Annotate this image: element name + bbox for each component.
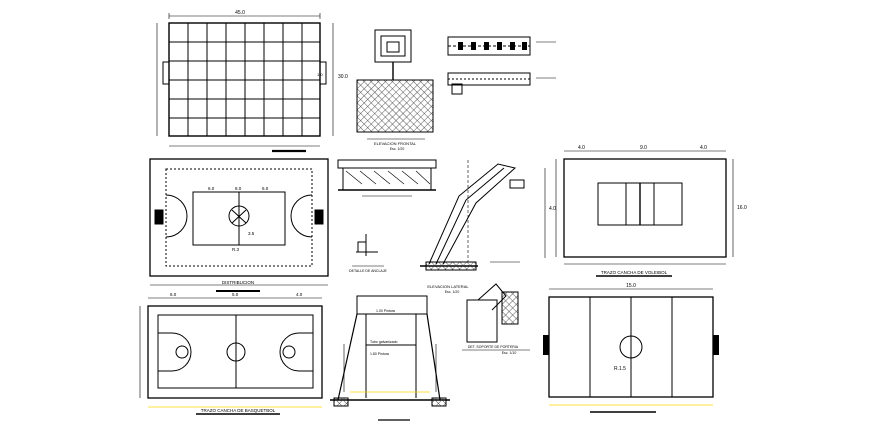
multisport-court-plan xyxy=(149,158,329,292)
futsal-court-plan xyxy=(543,288,719,413)
goal-post-detail-title: DET. SOPORTE DE PORTERIA xyxy=(468,345,519,349)
volleyball-court-plan xyxy=(555,150,734,277)
multisport-dim-c: 6.0 xyxy=(262,186,269,191)
goal-frame-elevation xyxy=(330,295,450,421)
tiled-court-side-dim: 30.0 xyxy=(338,74,348,80)
bleacher-elevation xyxy=(337,159,437,197)
side-elevation-scale: Esc. 1/20 xyxy=(445,290,460,294)
futsal-radius: R.1.5 xyxy=(614,366,626,372)
front-elevation-title: ELEVACION FRONTAL xyxy=(374,141,417,146)
tiled-court-small-dim: 1.0 xyxy=(317,72,323,77)
goal-frame-top-label: 1.00 Pintura xyxy=(376,309,395,313)
basketball-dim-b: 5.0 xyxy=(232,292,239,297)
tiled-court-plan xyxy=(156,13,334,153)
volleyball-dim-top-c: 4.0 xyxy=(700,145,707,151)
side-elevation-title: ELEVACION LATERAL xyxy=(427,284,469,289)
futsal-top-dim: 15.0 xyxy=(626,283,636,289)
tiled-court-top-dim: 45.0 xyxy=(235,10,245,16)
basketball-dim-c: 4.0 xyxy=(296,292,303,297)
goal-post-detail xyxy=(462,283,530,351)
rim-detail xyxy=(447,36,556,95)
multisport-title: DISTRIBUCION xyxy=(222,280,254,285)
basketball-dim-a: 6.0 xyxy=(170,292,177,297)
basketball-title: TRAZO CANCHA DE BASQUETBOL xyxy=(201,408,276,413)
goal-post-detail-scale: Esc. 1/10 xyxy=(502,351,517,355)
multisport-dim-b: 8.0 xyxy=(235,186,242,191)
volleyball-dim-top-b: 9.0 xyxy=(640,145,647,151)
front-elevation-scale: Esc. 1/20 xyxy=(390,147,405,151)
volleyball-dim-top-a: 4.0 xyxy=(578,145,585,151)
multisport-radius: R.3 xyxy=(232,247,240,252)
front-elevation xyxy=(356,29,434,140)
basketball-court-plan xyxy=(139,297,323,415)
volleyball-dim-side-b: 4.0 xyxy=(549,206,556,212)
multisport-dim-a: 6.0 xyxy=(208,186,215,191)
anchor-detail-title: DETALLE DE ANCLAJE xyxy=(349,269,387,273)
volleyball-dim-side: 16.0 xyxy=(737,205,747,211)
goal-frame-mid-label: Tubo galvanizado xyxy=(370,340,398,344)
side-elevation xyxy=(420,160,546,271)
multisport-area: 3.5 xyxy=(248,231,255,236)
anchor-detail xyxy=(352,234,384,267)
goal-frame-post-label: 1.80 Pintura xyxy=(370,352,389,356)
volleyball-title: TRAZO CANCHA DE VOLEIBOL xyxy=(601,270,668,275)
